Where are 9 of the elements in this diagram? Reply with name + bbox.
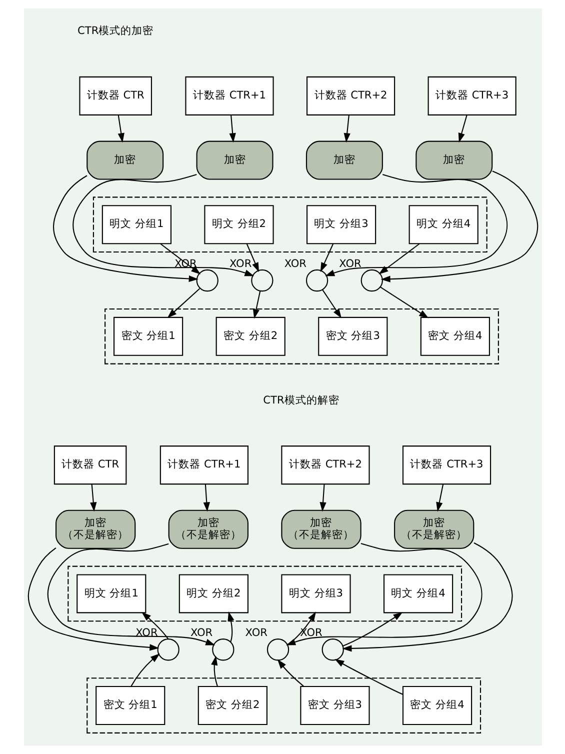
- node-label: XOR: [135, 626, 158, 639]
- node-label: XOR: [284, 258, 306, 270]
- node-label: XOR: [229, 258, 252, 270]
- node-label: XOR: [338, 258, 361, 270]
- label: CTR模式的解密: [262, 394, 339, 406]
- label: CTR模式的加密: [77, 25, 154, 38]
- node-label: XOR: [244, 626, 267, 639]
- node-label: XOR: [300, 626, 322, 639]
- node-label: XOR: [190, 626, 212, 639]
